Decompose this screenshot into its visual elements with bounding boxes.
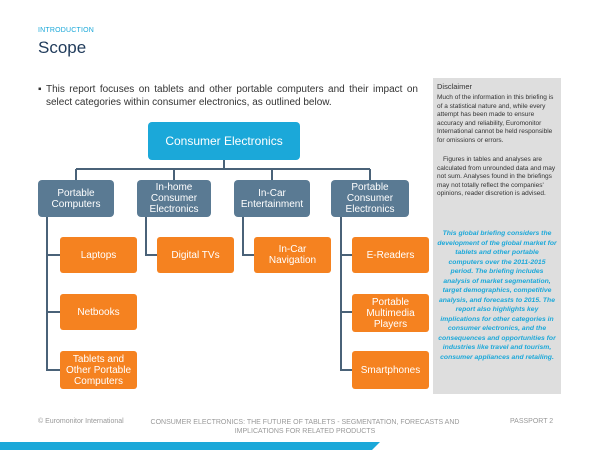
item-digital-tvs: Digital TVs bbox=[157, 237, 234, 273]
category-portable-computers: Portable Computers bbox=[38, 180, 114, 217]
bullet-icon: ▪ bbox=[38, 84, 42, 95]
connector-col-4 bbox=[340, 217, 352, 371]
section-label: INTRODUCTION bbox=[38, 27, 95, 34]
intro-paragraph: ▪ This report focuses on tablets and oth… bbox=[38, 83, 418, 109]
disclaimer-paragraph-1: Much of the information in this briefing… bbox=[437, 94, 554, 144]
item-smartphones: Smartphones bbox=[352, 351, 429, 389]
diagram-root-box: Consumer Electronics bbox=[148, 122, 300, 160]
category-in-car-entertainment: In-Car Entertainment bbox=[234, 180, 310, 217]
disclaimer-panel bbox=[433, 78, 561, 394]
connector-col-1 bbox=[46, 217, 60, 371]
item-e-readers: E-Readers bbox=[352, 237, 429, 273]
briefing-summary: This global briefing considers the devel… bbox=[437, 230, 557, 361]
item-tablets-and-other-portable-computers: Tablets and Other Portable Computers bbox=[60, 351, 137, 389]
item-portable-multimedia-players: Portable Multimedia Players bbox=[352, 294, 429, 332]
page-title: Scope bbox=[38, 38, 87, 57]
category-in-home-consumer-electronics: In-home Consumer Electronics bbox=[137, 180, 211, 217]
footer-report-title: CONSUMER ELECTRONICS: THE FUTURE OF TABL… bbox=[150, 419, 460, 435]
footer-accent-bar bbox=[0, 442, 380, 450]
disclaimer-title: Disclaimer bbox=[437, 82, 473, 91]
item-laptops: Laptops bbox=[60, 237, 137, 273]
connector-col-2 bbox=[145, 217, 157, 256]
footer-page-number: PASSPORT 2 bbox=[510, 418, 554, 425]
intro-text: This report focuses on tablets and other… bbox=[46, 84, 418, 108]
connector-col-3 bbox=[242, 217, 254, 256]
disclaimer-paragraph-2: Figures in tables and analyses are calcu… bbox=[437, 156, 556, 197]
item-in-car-navigation: In-Car Navigation bbox=[254, 237, 331, 273]
footer-copyright: © Euromonitor International bbox=[38, 418, 124, 425]
category-portable-consumer-electronics: Portable Consumer Electronics bbox=[331, 180, 409, 217]
item-netbooks: Netbooks bbox=[60, 294, 137, 330]
